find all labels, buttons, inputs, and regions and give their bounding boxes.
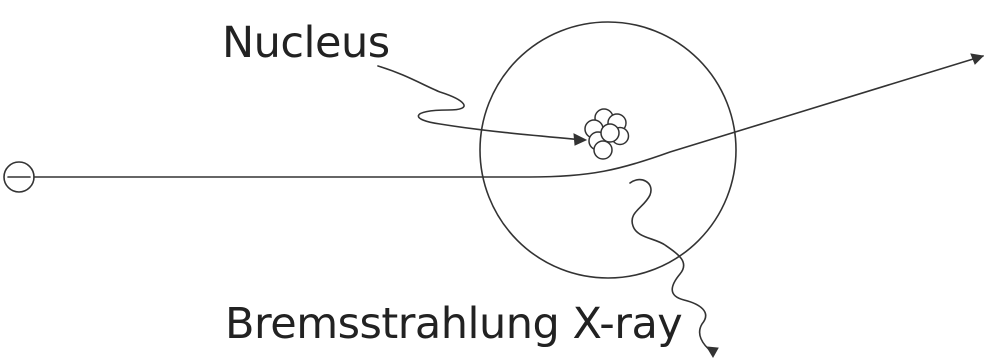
nucleus-cluster — [585, 109, 629, 159]
nucleus-pointer — [378, 66, 584, 140]
electron-icon — [4, 162, 34, 192]
xray-arrowhead — [707, 347, 718, 357]
electron-trajectory — [34, 56, 983, 177]
trajectory-arrowhead — [971, 54, 983, 64]
nucleus-label: Nucleus — [222, 18, 390, 68]
bremsstrahlung-label: Bremsstrahlung X-ray — [225, 299, 682, 349]
nucleus-pointer-arrowhead — [574, 134, 586, 145]
